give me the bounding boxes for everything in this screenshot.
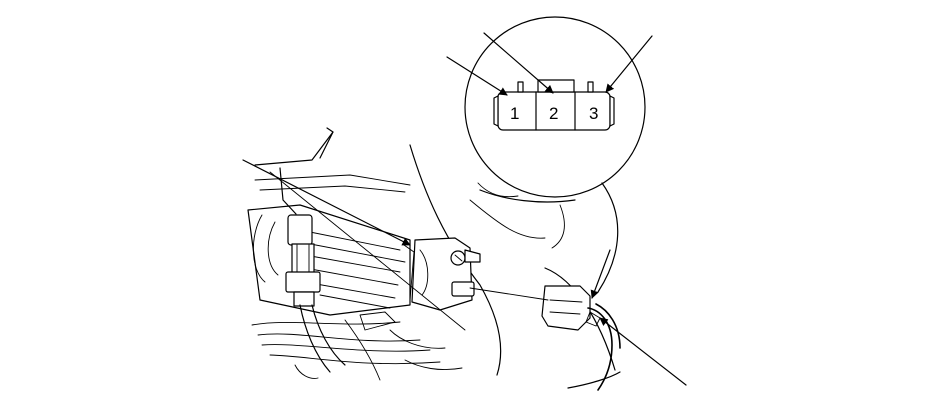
harness-connector bbox=[469, 285, 621, 391]
engine-compartment-drawing bbox=[247, 127, 621, 389]
leader-harness-wire bbox=[590, 249, 611, 299]
leader-harness-connector bbox=[599, 317, 687, 386]
leader-pin-2 bbox=[483, 32, 554, 94]
leader-pin-3 bbox=[605, 35, 653, 93]
connector-detail-view: 1 2 3 bbox=[464, 16, 646, 293]
leader-sensor bbox=[242, 159, 411, 246]
leader-pin-1 bbox=[446, 56, 508, 96]
leader-sensor-lower bbox=[269, 171, 466, 331]
pin-2-label: 2 bbox=[549, 104, 558, 123]
connector-face: 1 2 3 bbox=[493, 79, 615, 131]
pin-3-label: 3 bbox=[589, 104, 598, 123]
callout-leaders bbox=[242, 32, 687, 386]
pin-1-label: 1 bbox=[510, 104, 519, 123]
